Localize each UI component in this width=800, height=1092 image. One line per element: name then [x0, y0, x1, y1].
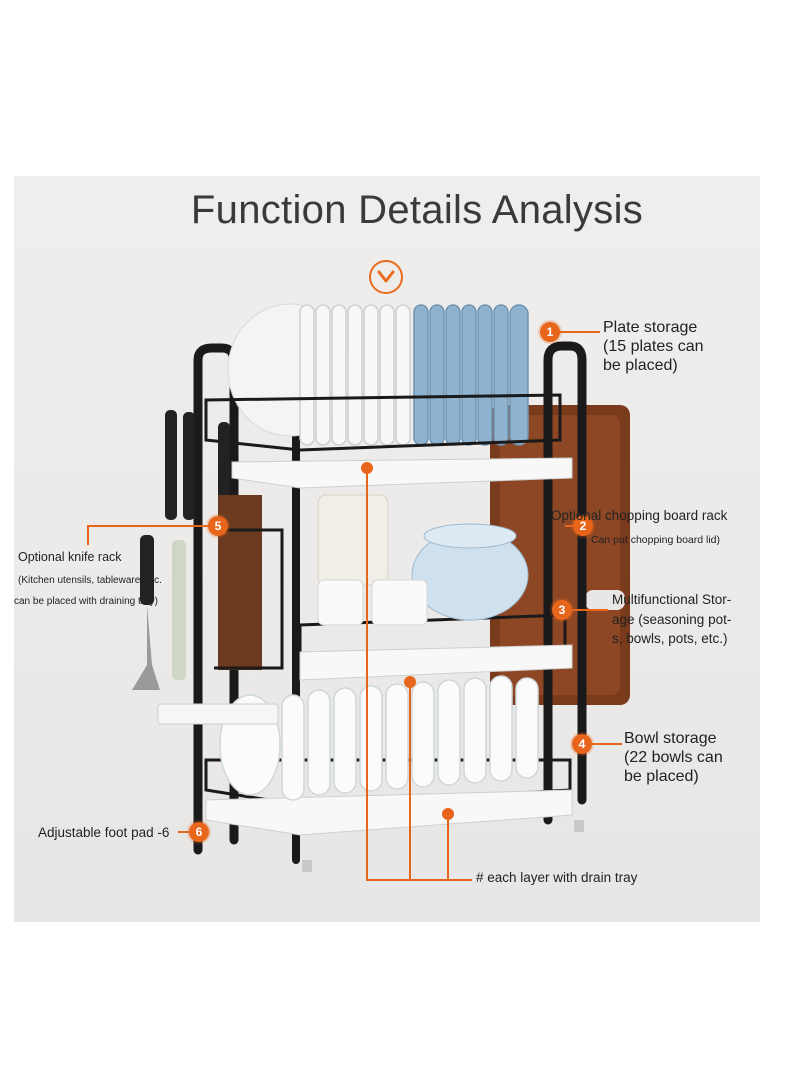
callout-drain-tray: # each layer with drain tray — [476, 870, 638, 885]
pots-and-cups — [317, 494, 529, 626]
callout-bowl-storage: Bowl storage (22 bowls can be placed) — [624, 730, 723, 785]
callout-plate-storage: Plate storage (15 plates can be placed) — [603, 319, 704, 374]
marker-3: 3 — [552, 600, 572, 620]
bowls-bottom-tier — [219, 675, 539, 801]
knife-rack — [132, 410, 284, 725]
marker-1: 1 — [540, 322, 560, 342]
plates-top-tier — [227, 303, 529, 446]
chevron-down-icon — [369, 260, 403, 294]
callout-chopping-board: Optional chopping board rack Can put cho… — [551, 508, 728, 546]
page-title: Function Details Analysis — [190, 188, 644, 232]
marker-2: 2 — [573, 516, 593, 536]
callout-knife-rack: Optional knife rack (Kitchen utensils, t… — [14, 550, 162, 607]
callout-foot-pad: Adjustable foot pad -6 — [38, 825, 170, 840]
marker-6: 6 — [189, 822, 209, 842]
callout-multifunctional-storage: Multifunctional Stor- age (seasoning pot… — [612, 592, 732, 647]
marker-4: 4 — [572, 734, 592, 754]
foot-pads — [302, 820, 584, 872]
marker-5: 5 — [208, 516, 228, 536]
leader-dots — [361, 462, 454, 820]
